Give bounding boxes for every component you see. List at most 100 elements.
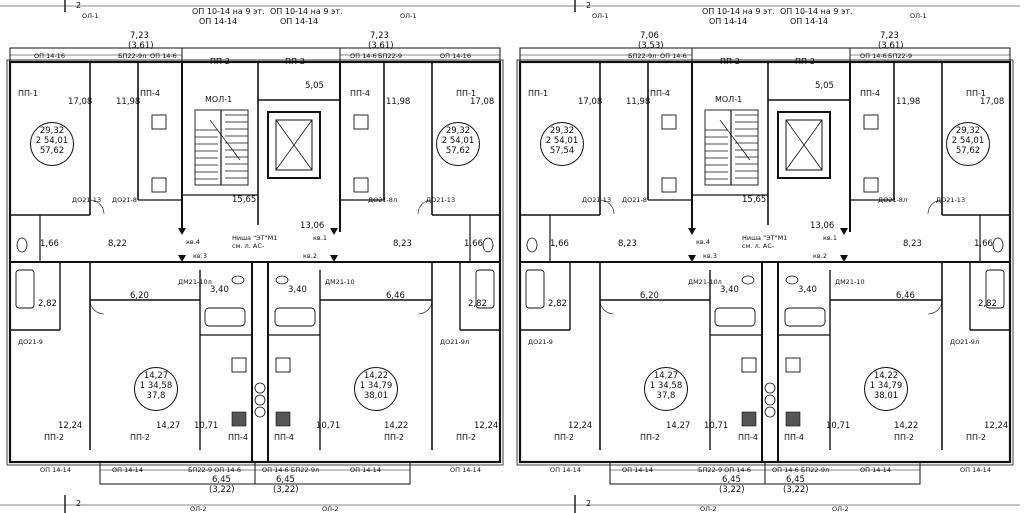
balcony-sub: (3,22): [209, 485, 235, 495]
room-area: 8,23: [903, 239, 922, 249]
room-area: 12,24: [474, 421, 499, 431]
balcony-sub: (3,22): [719, 485, 745, 495]
balcony-label: БП22-9: [888, 52, 913, 60]
panel-label: ПП-2: [210, 57, 231, 66]
panel-label: ПП-2: [384, 433, 405, 442]
room-area: 8,23: [393, 239, 412, 249]
door-label: ДМ21-10: [325, 278, 355, 286]
room-area: 5,05: [815, 81, 834, 91]
balcony-area: 6,45: [786, 475, 805, 485]
door-label: ДО21-8: [112, 196, 137, 204]
room-area: 3,40: [210, 285, 229, 295]
panel-label: ПП-4: [860, 89, 881, 98]
balcony-area: 7,06: [640, 31, 659, 41]
room-area: 14,27: [156, 421, 181, 431]
door-label: ДО21-9: [18, 338, 43, 346]
room-area: 12,24: [568, 421, 593, 431]
balcony-label: БП22-9 ОП 14-6: [188, 466, 241, 474]
door-label: ДО21-13: [936, 196, 966, 204]
op-label: ОП 14-14: [199, 17, 238, 26]
apartment-number: кв.4: [696, 238, 710, 246]
balcony-sub: (3,53): [638, 41, 664, 51]
door-label: ДО21-8л: [368, 196, 398, 204]
op-label: ОП 10-14 на 9 эт.: [192, 7, 265, 16]
room-area: 12,24: [984, 421, 1009, 431]
room-area: 8,23: [618, 239, 637, 249]
panel-label: ПП-1: [18, 89, 39, 98]
op-label: ОП 14-14: [790, 17, 829, 26]
door-label: ДО21-9л: [950, 338, 980, 346]
room-area: 13,06: [810, 221, 835, 231]
room-area: 12,24: [58, 421, 83, 431]
niche-label: Ниша "ЭТ"М1: [232, 234, 278, 242]
room-area: 3,40: [288, 285, 307, 295]
room-area: 1,66: [550, 239, 569, 249]
apartment-summary: 14,27 1 34,58 37,8: [134, 367, 178, 411]
panel-label: ПП-4: [784, 433, 805, 442]
door-label: ДО21-13: [426, 196, 456, 204]
room-area: 1,66: [40, 239, 59, 249]
bottom-mark: ОЛ-2: [190, 505, 207, 513]
apartment-summary: 14,27 1 34,58 37,8: [644, 367, 688, 411]
door-label: ДО21-8л: [878, 196, 908, 204]
balcony-label: БП22-9л: [628, 52, 657, 60]
bottom-mark: ОЛ-2: [832, 505, 849, 513]
balcony-label: ОП 14-6 БП22-9л: [262, 466, 320, 474]
panel-label: ПП-2: [130, 433, 151, 442]
room-area: 6,20: [640, 291, 659, 301]
room-area: 11,98: [116, 97, 141, 107]
mol-label: МОЛ-1: [205, 95, 233, 104]
room-area: 14,22: [894, 421, 919, 431]
niche-note: см. л. АС-: [232, 242, 265, 250]
room-area: 3,40: [720, 285, 739, 295]
room-area: 2,82: [38, 299, 57, 309]
op-label: ОП 14-14: [550, 466, 581, 474]
panel-label: ПП-4: [140, 89, 161, 98]
apartment-number: кв.2: [813, 252, 827, 260]
room-area: 11,98: [386, 97, 411, 107]
room-area: 14,27: [666, 421, 691, 431]
balcony-area: 7,23: [370, 31, 389, 41]
balcony-area: 6,45: [212, 475, 231, 485]
apartment-number: кв.3: [193, 252, 207, 260]
bottom-mark: ОЛ-2: [322, 505, 339, 513]
panel-label: ПП-2: [44, 433, 65, 442]
axis-label: 2: [76, 1, 82, 10]
op-label: ОП 14-14: [40, 466, 71, 474]
op-label: ОП 14-14: [960, 466, 991, 474]
op-label: ОП 10-14 на 9 эт.: [780, 7, 853, 16]
room-area: 6,46: [896, 291, 915, 301]
panel-label: ПП-1: [528, 89, 549, 98]
room-area: 17,08: [578, 97, 603, 107]
door-label: ДО21-9: [528, 338, 553, 346]
panel-label: ПП-4: [738, 433, 759, 442]
apartment-number: кв.2: [303, 252, 317, 260]
room-area: 10,71: [194, 421, 219, 431]
balcony-label: ОП 14-6: [150, 52, 177, 60]
room-area: 1,66: [464, 239, 483, 249]
room-area: 2,82: [548, 299, 567, 309]
op-label: ОП 14-14: [860, 466, 891, 474]
room-area: 15,65: [232, 195, 257, 205]
room-area: 6,46: [386, 291, 405, 301]
door-label: ДО21-9л: [440, 338, 470, 346]
top-mark: ОЛ-1: [910, 12, 927, 20]
op-label: ОП 14-14: [622, 466, 653, 474]
panel-label: ПП-2: [966, 433, 987, 442]
panel-label: ПП-2: [720, 57, 741, 66]
panel-label: ПП-2: [640, 433, 661, 442]
room-area: 11,98: [626, 97, 651, 107]
door-label: ДО21-8: [622, 196, 647, 204]
room-area: 8,22: [108, 239, 127, 249]
apartment-summary: 14,22 1 34,79 38,01: [354, 367, 398, 411]
op-label: ОП 14-16: [34, 52, 65, 60]
niche-note: см. л. АС-: [742, 242, 775, 250]
apartment-number: кв.1: [313, 234, 327, 242]
axis-label: 2: [586, 499, 592, 508]
balcony-sub: (3,61): [368, 41, 394, 51]
balcony-area: 6,45: [276, 475, 295, 485]
panel-label: ПП-4: [274, 433, 295, 442]
apartment-summary: 14,22 1 34,79 38,01: [864, 367, 908, 411]
apartment-number: кв.3: [703, 252, 717, 260]
door-label: ДМ21-10л: [688, 278, 722, 286]
